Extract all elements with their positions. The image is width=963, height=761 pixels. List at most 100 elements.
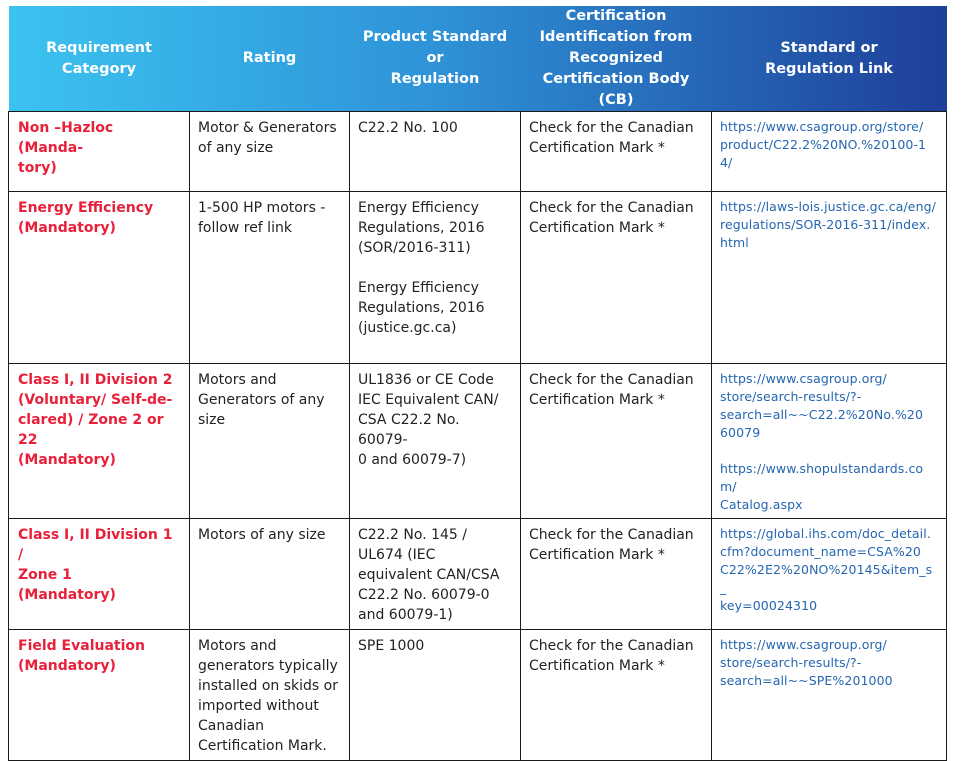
text-line: UL674 (IEC: [358, 547, 436, 563]
standard-cell: C22.2 No. 100: [349, 111, 521, 192]
header-standard-link: Standard or Regulation Link: [712, 6, 947, 112]
text-line: C22%2E2%20NO%20145&item_s_: [720, 562, 933, 595]
text-line: C22.2 No. 60079-0: [358, 587, 490, 603]
text-line: Certification Mark *: [529, 220, 665, 236]
text-line: Class I, II Division 2: [18, 372, 173, 388]
text-line: 1-500 HP motors -: [198, 200, 326, 216]
text-line: CSA C22.2 No. 60079-: [358, 412, 460, 448]
text-line: (justice.gc.ca): [358, 320, 457, 336]
rating-cell: Motor & Generators of any size: [189, 111, 350, 192]
text-line: (Voluntary/ Self-de-: [18, 392, 173, 408]
ul-standards-link[interactable]: https://www.shopulstandards.com/Catalog.…: [720, 460, 938, 514]
table-row: Class I, II Division 2 (Voluntary/ Self-d…: [8, 363, 947, 519]
text-line: Check for the Canadian: [529, 200, 694, 216]
text-line: https://www.csagroup.org/store/: [720, 119, 924, 134]
text-line: Regulations, 2016: [358, 220, 485, 236]
text-line: https://www.csagroup.org/: [720, 371, 887, 386]
text-line: regulations/SOR-2016-311/index.: [720, 217, 931, 232]
text-line: 60079: [720, 425, 761, 440]
text-line: Zone 1: [18, 567, 72, 583]
text-line: product/C22.2%20NO.%20100-14/: [720, 137, 927, 170]
rating-cell: Motors of any size: [189, 518, 350, 630]
text-line: (Mandatory): [18, 220, 116, 236]
link-cell[interactable]: https://laws-lois.justice.gc.ca/eng/regu…: [711, 191, 947, 364]
link-cell[interactable]: https://www.csagroup.org/store/search-re…: [711, 629, 947, 761]
text-line: Requirement: [46, 39, 152, 56]
text-line: imported without: [198, 698, 319, 714]
text-line: UL1836 or CE Code: [358, 372, 494, 388]
link-cell[interactable]: https://global.ihs.com/doc_detail. cfm?do…: [711, 518, 947, 630]
csa-search-link[interactable]: https://www.csagroup.org/store/search-re…: [720, 370, 938, 442]
text-line: equivalent CAN/CSA: [358, 567, 500, 583]
text-line: Class I, II Division 1 /: [18, 527, 173, 563]
text-line: generators typically: [198, 658, 338, 674]
text-line: Certification: [565, 8, 667, 24]
category-cell: Class I, II Division 1 / Zone 1 (Mandatory…: [8, 518, 190, 630]
text-line: Regulations, 2016: [358, 300, 485, 316]
text-line: Check for the Canadian: [529, 120, 694, 136]
text-line: of any size: [198, 140, 274, 156]
text-line: search=all~~C22.2%20No.%20: [720, 407, 924, 422]
header-product-standard: Product Standard or Regulation: [350, 6, 521, 112]
text-line: Non –Hazloc (Manda-: [18, 120, 114, 156]
text-line: Certification Mark *: [529, 392, 665, 408]
text-line: Catalog.aspx: [720, 497, 803, 512]
text-line: (Mandatory): [18, 452, 116, 468]
text-line: https://global.ihs.com/doc_detail.: [720, 526, 931, 541]
text-line: store/search-results/?-: [720, 655, 862, 670]
text-line: cfm?document_name=CSA%20: [720, 544, 921, 559]
category-cell: Energy Efficiency(Mandatory): [8, 191, 190, 364]
text-line: Certification Mark *: [529, 547, 665, 563]
standard-cell: SPE 1000: [349, 629, 521, 761]
text-line: Motors and: [198, 372, 277, 388]
text-line: Check for the Canadian: [529, 527, 694, 543]
category-cell: Field Evaluation(Mandatory): [8, 629, 190, 761]
text-line: Generators of any: [198, 392, 325, 408]
text-line: Motor & Generators: [198, 120, 337, 136]
text-line: Rating: [242, 50, 297, 66]
text-line: SPE 1000: [358, 638, 425, 654]
text-line: key=00024310: [720, 598, 818, 613]
text-line: Energy Efficiency: [358, 280, 479, 296]
text-line: Regulation Link: [765, 60, 893, 77]
link-cell[interactable]: https://www.csagroup.org/store/product/C…: [711, 111, 947, 192]
text-line: Energy Efficiency: [358, 200, 479, 216]
category-cell: Class I, II Division 2 (Voluntary/ Self-d…: [8, 363, 190, 519]
text-line: store/search-results/?-: [720, 389, 862, 404]
text-line: Identification from: [539, 29, 693, 45]
text-line: 0 and 60079-7): [358, 452, 467, 468]
text-line: Standard or: [780, 39, 878, 56]
text-line: Regulation: [390, 71, 480, 87]
text-line: search=all~~SPE%201000: [720, 673, 893, 688]
text-line: Recognized: [569, 50, 663, 66]
link-cell: https://www.csagroup.org/store/search-re…: [711, 363, 947, 519]
text-line: https://www.shopulstandards.com/: [720, 461, 924, 494]
text-line: Certification Mark *: [529, 140, 665, 156]
text-line: Motors of any size: [198, 527, 326, 543]
text-line: Category: [61, 60, 137, 77]
text-line: Field Evaluation: [18, 638, 145, 654]
text-line: html: [720, 235, 749, 250]
table-row: Class I, II Division 1 / Zone 1 (Mandatory…: [8, 518, 947, 630]
text-line: clared) / Zone 2 or 22: [18, 412, 164, 448]
text-line: Certification Body (CB): [542, 71, 690, 108]
text-line: Check for the Canadian: [529, 372, 694, 388]
table-row: Field Evaluation(Mandatory) Motors and ge…: [8, 629, 947, 761]
category-cell: Non –Hazloc (Manda-tory): [8, 111, 190, 192]
text-line: Product Standard or: [362, 29, 508, 66]
text-line: follow ref link: [198, 220, 292, 236]
text-line: (Mandatory): [18, 587, 116, 603]
text-line: Motors and: [198, 638, 277, 654]
